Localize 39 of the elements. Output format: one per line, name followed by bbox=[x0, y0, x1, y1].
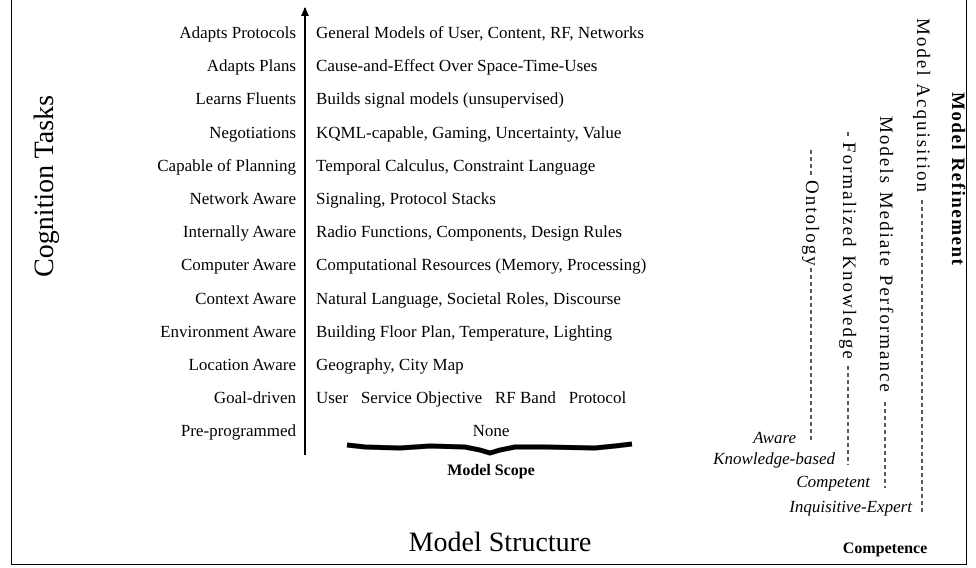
axis-title: Model Scope bbox=[447, 462, 535, 480]
model-scope-text: Building Floor Plan, Temperature, Lighting bbox=[316, 322, 612, 342]
model-scope-text: None bbox=[472, 422, 510, 442]
model-scope-text: Builds signal models (unsupervised) bbox=[316, 90, 564, 110]
model-scope-text: Computational Resources (Memory, Processing) bbox=[316, 256, 646, 276]
model-scope-text: User Service Objective RF Band Protocol bbox=[316, 389, 626, 408]
cognition-task: Learns Fluents bbox=[195, 90, 296, 110]
model-scope-text: Geography, City Map bbox=[316, 356, 464, 375]
model-scope-text: Signaling, Protocol Stacks bbox=[316, 190, 496, 209]
vertical-label: Ontology bbox=[800, 180, 821, 268]
cognition-task: Adapts Plans bbox=[206, 57, 296, 76]
model-scope-text: General Models of User, Content, RF, Networks bbox=[316, 24, 644, 43]
cognition-task: Adapts Protocols bbox=[179, 24, 296, 43]
cognition-task: Capable of Planning bbox=[157, 156, 296, 176]
cognition-task: Network Aware bbox=[189, 190, 296, 209]
model-scope-text: Natural Language, Societal Roles, Discourse bbox=[316, 290, 621, 308]
cognition-task: Context Aware bbox=[195, 290, 296, 308]
model-scope-text: KQML-capable, Gaming, Uncertainty, Value bbox=[316, 124, 622, 142]
cognition-task: Goal-driven bbox=[214, 389, 296, 408]
vertical-label: Formalized Knowledge bbox=[837, 142, 858, 361]
cognition-task: Environment Aware bbox=[160, 322, 296, 342]
cognition-task: Computer Aware bbox=[180, 256, 296, 276]
axis-title: Cognition Tasks bbox=[30, 95, 61, 277]
axis-title: Model Structure bbox=[408, 528, 592, 559]
vertical-label: Models Mediate Performance bbox=[874, 116, 895, 394]
cognition-task: Negotiations bbox=[209, 124, 296, 142]
competence-level: Knowledge-based bbox=[713, 450, 835, 469]
model-scope-text: Temporal Calculus, Constraint Language bbox=[316, 156, 596, 176]
vertical-label: Model Acquisition bbox=[911, 18, 932, 194]
axis-title: Model Refinement bbox=[946, 92, 967, 266]
cognition-task: Internally Aware bbox=[182, 223, 296, 242]
axis-title: Competence bbox=[842, 540, 928, 558]
cognition-task: Location Aware bbox=[188, 356, 296, 375]
cognition-task: Pre-programmed bbox=[180, 422, 296, 442]
competence-level: Competent bbox=[796, 473, 870, 492]
model-scope-text: Cause-and-Effect Over Space-Time-Uses bbox=[316, 57, 598, 76]
competence-level: Aware bbox=[753, 429, 796, 448]
model-scope-text: Radio Functions, Components, Design Rules bbox=[316, 223, 622, 242]
competence-level: Inquisitive-Expert bbox=[789, 498, 912, 517]
